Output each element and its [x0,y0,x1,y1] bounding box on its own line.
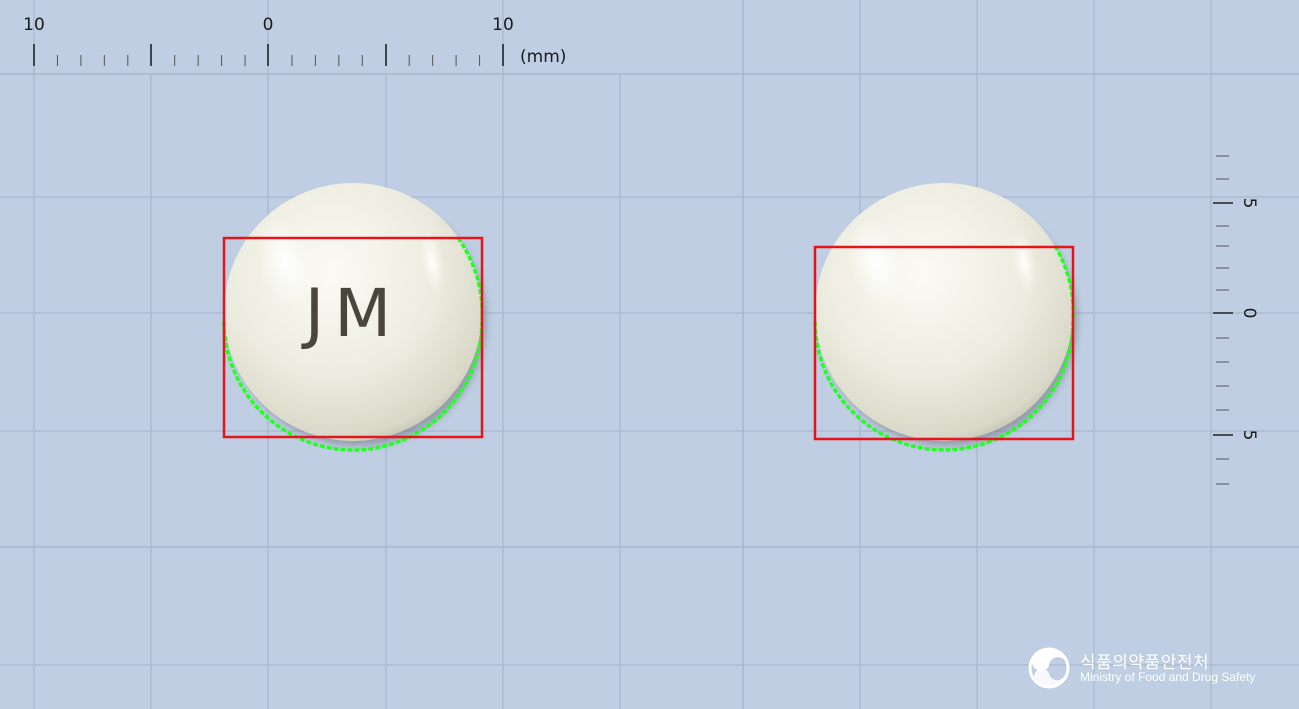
pill-body [815,183,1073,441]
pill-highlight [419,230,445,294]
top-ruler-label: 0 [263,15,274,35]
top-ruler-unit: (mm) [520,47,566,67]
pill-imprint: JM [301,275,401,352]
mfds-emblem-icon [1028,647,1070,689]
pill-bounding-box [813,245,1075,441]
logo-korean-name: 식품의약품안전처 [1080,653,1210,673]
logo-english-name: Ministry of Food and Drug Safety [1080,670,1256,684]
side-ruler-label: 0 [1239,308,1259,319]
pill-back [813,183,1077,452]
pill-highlight [256,217,314,307]
top-ruler: 10 0 10 (mm) [23,15,566,67]
top-ruler-label: 10 [23,15,45,35]
top-ruler-label: 10 [492,15,514,35]
side-ruler-label: 5 [1239,430,1259,441]
side-ruler-ticks [1216,155,1229,485]
top-ruler-ticks [56,55,481,66]
pill-highlight [847,217,905,307]
pill-bounding-box [222,236,484,439]
side-ruler: 5 0 5 [1213,155,1259,485]
pill-front: JM [222,183,486,452]
side-ruler-label: 5 [1239,198,1259,209]
